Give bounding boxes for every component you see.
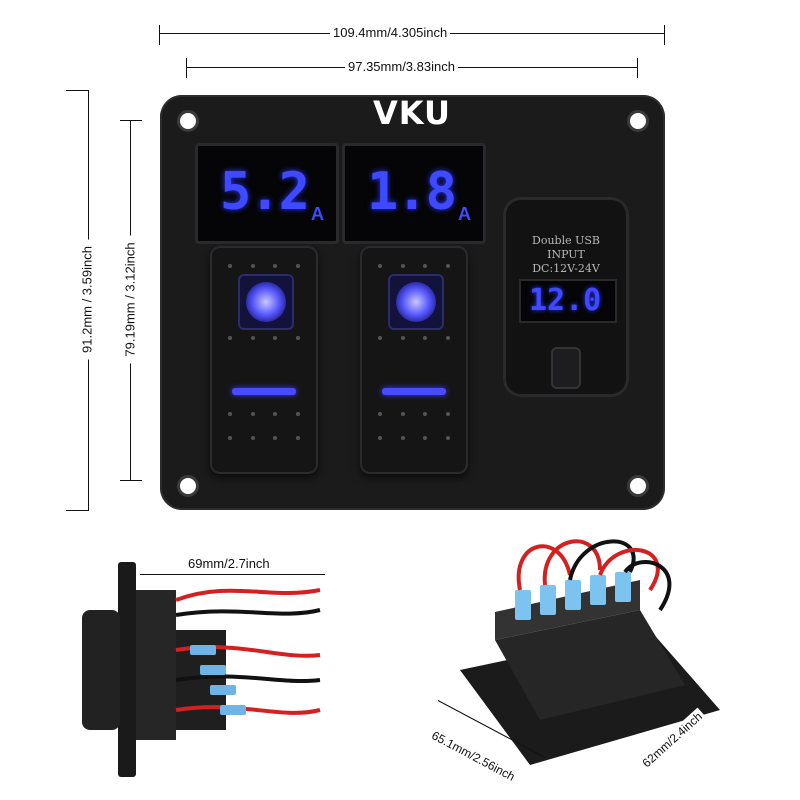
height-outer-label: 91.2mm / 3.59inch: [79, 239, 95, 360]
rocker-1-indicator-bar: [232, 388, 296, 395]
depth-line: [140, 574, 325, 575]
isometric-view-image: [460, 539, 720, 765]
rocker-switch-2[interactable]: [360, 246, 468, 474]
dim-tick: [66, 510, 88, 511]
side-view-image: [82, 562, 321, 777]
depth-label: 69mm/2.7inch: [185, 556, 273, 571]
dim-tick: [664, 25, 665, 45]
ammeter-1-unit: A: [311, 204, 324, 224]
voltmeter-value: 12.0: [529, 283, 602, 318]
dot-row: [378, 436, 450, 440]
mounting-hole: [177, 110, 199, 132]
dot-row: [228, 336, 300, 340]
usb-label-line2: INPUT: [547, 248, 585, 261]
usb-label-line1: Double USB: [532, 234, 600, 247]
ammeter-1: 5.2 A: [195, 143, 339, 244]
voltmeter-display: 12.0: [519, 279, 617, 323]
rocker-2-light: [388, 274, 444, 330]
dim-tick: [120, 480, 142, 481]
usb-cover-cap[interactable]: [551, 347, 581, 389]
ammeter-1-value: 5.2: [220, 162, 310, 222]
dot-row: [228, 412, 300, 416]
mounting-hole: [627, 110, 649, 132]
width-outer-label: 109.4mm/4.305inch: [330, 25, 451, 40]
ammeter-2-value: 1.8: [367, 162, 457, 222]
ammeter-2: 1.8 A: [342, 143, 486, 244]
mounting-hole: [177, 475, 199, 497]
dot-row: [228, 264, 300, 268]
height-inner-label: 79.19mm / 3.12inch: [122, 235, 138, 364]
usb-charger-module: Double USB INPUT DC:12V-24V 12.0: [503, 197, 629, 397]
dot-row: [228, 436, 300, 440]
dot-row: [378, 336, 450, 340]
rocker-1-light: [238, 274, 294, 330]
brand-logo: VKU: [373, 94, 451, 132]
usb-label-line3: DC:12V-24V: [532, 262, 600, 275]
dim-tick: [637, 58, 638, 78]
dim-tick: [186, 58, 187, 78]
ammeter-2-unit: A: [458, 204, 471, 224]
dot-row: [378, 412, 450, 416]
dim-tick: [120, 120, 142, 121]
rocker-switch-1[interactable]: [210, 246, 318, 474]
mounting-hole: [627, 475, 649, 497]
dot-row: [378, 264, 450, 268]
dim-tick: [66, 90, 88, 91]
dim-tick: [159, 25, 160, 45]
rocker-2-indicator-bar: [382, 388, 446, 395]
width-inner-label: 97.35mm/3.83inch: [345, 59, 458, 74]
